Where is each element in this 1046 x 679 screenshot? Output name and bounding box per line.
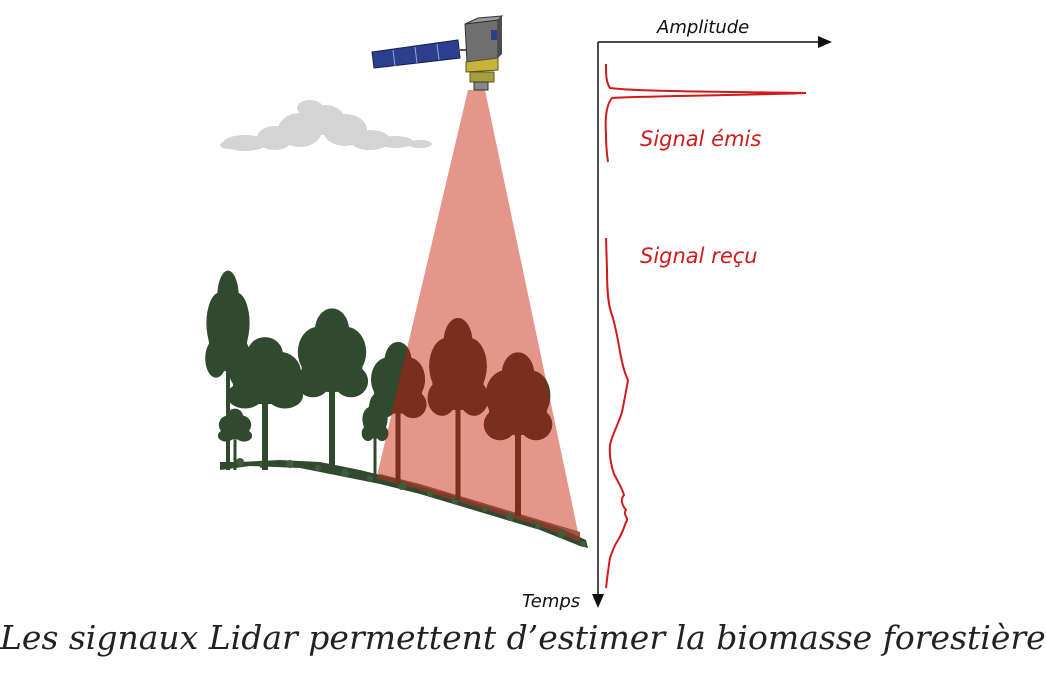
tree-trunk — [455, 352, 461, 500]
tree-crown — [399, 390, 427, 419]
cloud-icon — [220, 100, 432, 151]
tree-crown — [205, 339, 227, 378]
tree-crown — [459, 380, 489, 416]
tree-crown — [375, 425, 389, 442]
tree-crown — [427, 380, 457, 416]
tree-trunk — [262, 370, 268, 470]
tree-crown — [483, 408, 517, 441]
tree-crown — [217, 429, 235, 442]
tree-crown — [519, 408, 553, 441]
tree-trunk — [233, 440, 237, 470]
tree-crown — [369, 390, 397, 419]
time-axis-label: Temps — [522, 591, 580, 610]
tree-trunk — [515, 386, 521, 516]
tree-trunk — [395, 375, 401, 484]
lidar-diagram: Amplitude Temps Signal émis Signal reçu — [205, 15, 832, 610]
tree-trunk — [226, 305, 230, 470]
tree-crown — [227, 382, 263, 409]
figure-caption: Les signaux Lidar permettent d’estimer l… — [0, 618, 1046, 657]
signal-axes — [592, 36, 832, 608]
received-signal-label: Signal reçu — [640, 244, 758, 268]
satellite-icon — [371, 15, 504, 91]
received-signal-curve — [605, 237, 630, 589]
tree-crown — [267, 382, 303, 409]
tree-crown — [333, 365, 369, 398]
emitted-signal-curve — [604, 63, 807, 163]
laser-beam — [376, 90, 578, 532]
tree-crown — [361, 425, 375, 442]
tree-trunk — [329, 342, 335, 474]
tree-crown — [295, 365, 331, 398]
amplitude-axis-label: Amplitude — [656, 17, 749, 38]
tree-crown — [235, 429, 253, 442]
emitted-signal-label: Signal émis — [640, 127, 761, 151]
tree-trunk — [373, 430, 377, 478]
